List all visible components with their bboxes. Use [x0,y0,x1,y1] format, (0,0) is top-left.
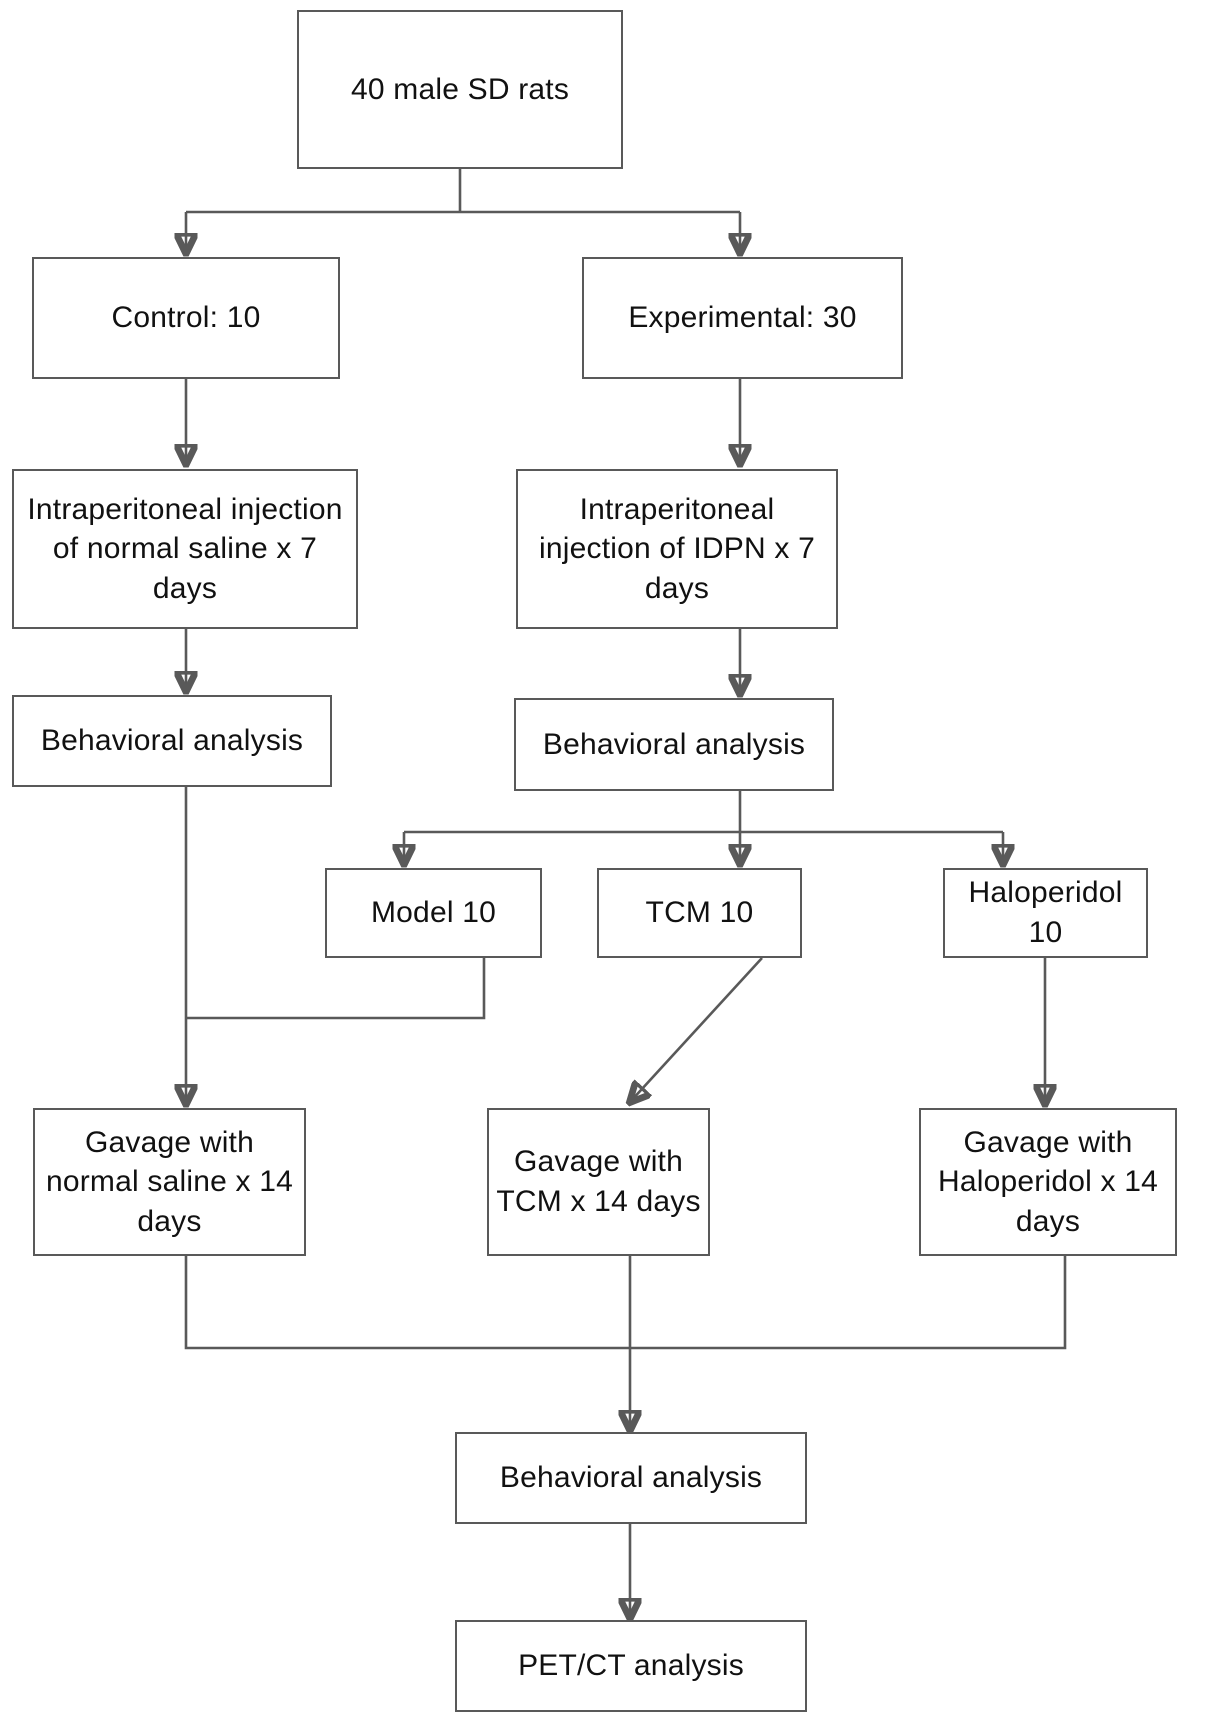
node-experimental[interactable]: Experimental: 30 [582,257,903,379]
node-haloperidol-group[interactable]: Haloperidol 10 [943,868,1148,958]
node-tcm-group-label: TCM 10 [645,896,754,930]
node-gavage-tcm-label: Gavage with TCM x 14 days [496,1145,701,1218]
node-gavage-tcm[interactable]: Gavage with TCM x 14 days [487,1108,710,1256]
node-final-behavior-label: Behavioral analysis [499,1461,763,1495]
node-experimental-label: Experimental: 30 [628,301,857,335]
node-root[interactable]: 40 male SD rats [297,10,623,169]
wire-gavage-merge-bar [184,1256,1067,1350]
node-control-injection-label: Intraperitoneal injection of normal sali… [27,492,343,605]
node-experimental-behavior[interactable]: Behavioral analysis [514,698,834,791]
wire-tcm-to-gavage-tcm [630,957,763,1102]
node-root-label: 40 male SD rats [350,72,570,106]
node-gavage-saline-label: Gavage with normal saline x 14 days [45,1125,294,1238]
node-gavage-saline[interactable]: Gavage with normal saline x 14 days [33,1108,306,1256]
node-experimental-behavior-label: Behavioral analysis [542,727,806,761]
node-control-behavior-label: Behavioral analysis [40,724,304,758]
node-model-group[interactable]: Model 10 [325,868,542,958]
node-model-group-label: Model 10 [370,896,496,930]
node-control-label: Control: 10 [111,301,261,335]
node-control-behavior[interactable]: Behavioral analysis [12,695,332,787]
node-experimental-injection[interactable]: Intraperitoneal injection of IDPN x 7 da… [516,469,838,629]
wire-model-to-gavage-saline [186,958,486,1020]
node-final-behavior[interactable]: Behavioral analysis [455,1432,807,1524]
node-pet-ct[interactable]: PET/CT analysis [455,1620,807,1712]
node-gavage-haloperidol[interactable]: Gavage with Haloperidol x 14 days [919,1108,1177,1256]
node-control[interactable]: Control: 10 [32,257,340,379]
node-experimental-injection-label: Intraperitoneal injection of IDPN x 7 da… [539,492,815,605]
node-gavage-haloperidol-label: Gavage with Haloperidol x 14 days [938,1125,1158,1238]
node-haloperidol-group-label: Haloperidol 10 [968,876,1123,949]
node-pet-ct-label: PET/CT analysis [518,1649,744,1683]
node-control-injection[interactable]: Intraperitoneal injection of normal sali… [12,469,358,629]
node-tcm-group[interactable]: TCM 10 [597,868,802,958]
